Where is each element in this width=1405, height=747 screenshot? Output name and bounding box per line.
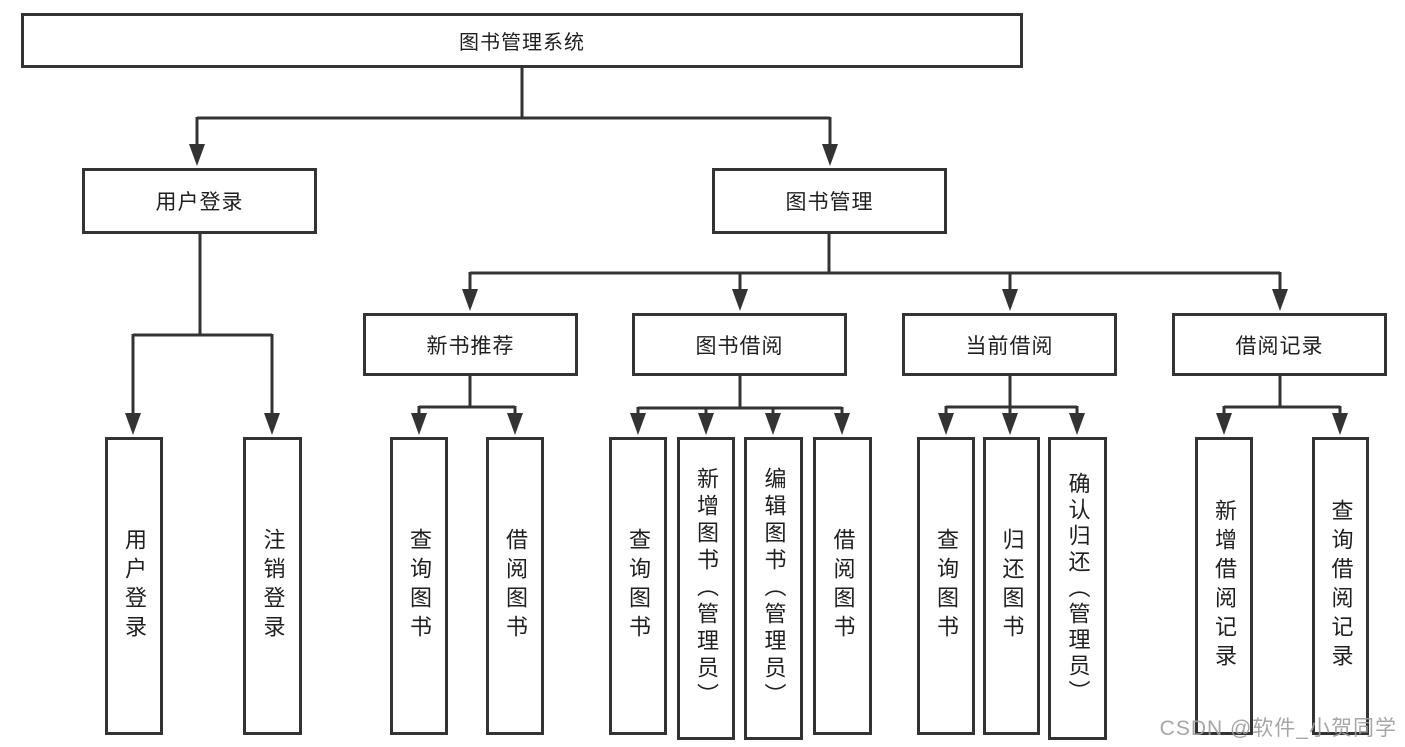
connector-borrow-record xyxy=(1222,376,1342,413)
connector-current-borrow xyxy=(944,376,1079,413)
leaf-query-book-borrow: 查询图书 xyxy=(609,437,667,735)
connector-user-login xyxy=(131,233,274,413)
connector-book-borrow xyxy=(636,376,844,413)
leaf-logout: 注销登录 xyxy=(243,437,302,735)
node-new-book-recommend: 新书推荐 xyxy=(363,313,578,376)
node-library-management-system: 图书管理系统 xyxy=(21,13,1023,68)
node-book-management: 图书管理 xyxy=(712,168,947,234)
leaf-borrow-book-newbook: 借阅图书 xyxy=(486,437,544,735)
leaf-user-login: 用户登录 xyxy=(105,437,163,735)
connector-book-management xyxy=(468,234,1282,291)
leaf-borrow-book: 借阅图书 xyxy=(813,437,872,735)
leaf-query-borrow-record: 查询借阅记录 xyxy=(1312,437,1369,735)
leaf-return-book: 归还图书 xyxy=(983,437,1040,735)
node-user-login: 用户登录 xyxy=(82,168,317,234)
node-current-borrow: 当前借阅 xyxy=(902,313,1117,376)
leaf-query-book-current: 查询图书 xyxy=(917,437,975,735)
leaf-add-borrow-record: 新增借阅记录 xyxy=(1195,437,1253,735)
node-borrow-record: 借阅记录 xyxy=(1172,313,1387,376)
arrowheads xyxy=(125,144,1348,435)
connector-new-book xyxy=(417,376,517,413)
connector-root xyxy=(195,68,832,146)
leaf-add-book-admin: 新增图书（管理员） xyxy=(677,437,735,740)
leaf-query-book-newbook: 查询图书 xyxy=(390,437,448,735)
node-book-borrow: 图书借阅 xyxy=(632,313,847,376)
csdn-watermark: CSDN @软件_小贺同学 xyxy=(1159,717,1397,740)
leaf-confirm-return-admin: 确认归还（管理员） xyxy=(1048,437,1107,740)
leaf-edit-book-admin: 编辑图书（管理员） xyxy=(744,437,803,740)
